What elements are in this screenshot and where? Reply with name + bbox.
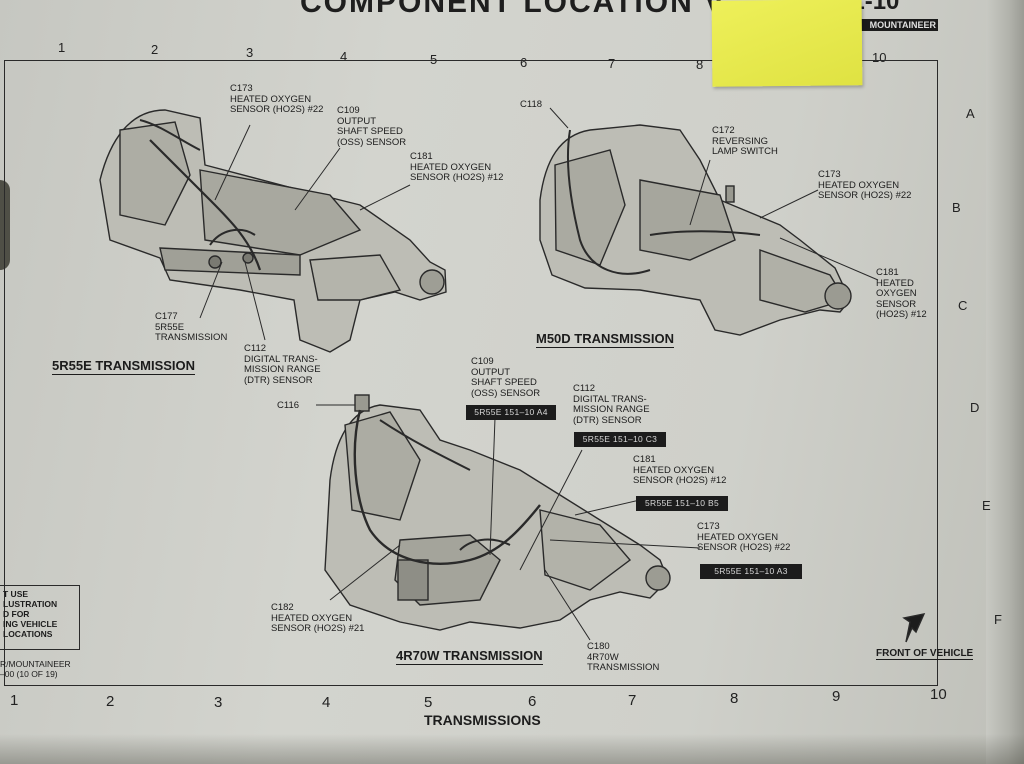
row-a: A [966, 106, 975, 121]
col-bottom-4: 4 [322, 694, 331, 711]
col-top-4: 4 [340, 49, 348, 64]
col-bottom-1: 1 [10, 692, 19, 709]
label-4r70w-c182: C182 HEATED OXYGEN SENSOR (HO2S) #21 [271, 602, 365, 634]
label-m50d-c181: C181 HEATED OXYGEN SENSOR (HO2S) #12 [876, 267, 927, 320]
ref-4r70w-c181: 5R55E 151–10 B5 [636, 496, 728, 511]
label-4r70w-c112: C112 DIGITAL TRANS- MISSION RANGE (DTR) … [573, 383, 650, 426]
col-bottom-3: 3 [214, 694, 223, 711]
col-top-1: 1 [58, 40, 66, 55]
col-top-7: 7 [608, 56, 616, 71]
col-bottom-6: 6 [528, 693, 537, 710]
label-m50d-c118: C118 [520, 99, 543, 110]
label-5r55e-c177: C177 5R55E TRANSMISSION [155, 311, 228, 343]
col-bottom-2: 2 [106, 693, 115, 710]
ref-4r70w-c112: 5R55E 151–10 C3 [574, 432, 666, 447]
usage-footnote-box: T USE LUSTRATION D FOR ING VEHICLE LOCAT… [0, 585, 80, 650]
col-top-10: 10 [872, 50, 887, 65]
page-header-title: COMPONENT LOCATION V [300, 0, 727, 19]
label-4r70w-c180: C180 4R70W TRANSMISSION [587, 641, 660, 673]
sticky-note [711, 0, 863, 87]
bottom-shadow [0, 734, 1024, 764]
col-bottom-5: 5 [424, 694, 433, 711]
label-4r70w-c109: C109 OUTPUT SHAFT SPEED (OSS) SENSOR [471, 356, 541, 399]
footer-section-title: TRANSMISSIONS [424, 712, 541, 728]
label-4r70w-c173: C173 HEATED OXYGEN SENSOR (HO2S) #22 [697, 521, 791, 553]
footer-vehicle-text: R/MOUNTAINEER –00 (10 OF 19) [0, 659, 71, 679]
leader-lines [199, 107, 879, 641]
title-m50d: M50D TRANSMISSION [536, 331, 674, 348]
label-4r70w-c181: C181 HEATED OXYGEN SENSOR (HO2S) #12 [633, 454, 727, 486]
col-bottom-10: 10 [930, 686, 947, 703]
label-5r55e-c173: C173 HEATED OXYGEN SENSOR (HO2S) #22 [230, 83, 324, 115]
m50d-transmission-drawing [539, 124, 852, 336]
label-m50d-c173: C173 HEATED OXYGEN SENSOR (HO2S) #22 [818, 169, 912, 201]
4r70w-transmission-drawing [324, 394, 671, 631]
ref-4r70w-c109: 5R55E 151–10 A4 [466, 405, 556, 420]
finger-shadow [0, 180, 10, 270]
col-top-6: 6 [520, 55, 528, 70]
col-top-5: 5 [430, 52, 438, 67]
label-4r70w-c116: C116 [277, 400, 300, 411]
ref-4r70w-c173: 5R55E 151–10 A3 [700, 564, 802, 579]
col-top-3: 3 [246, 45, 254, 60]
front-of-vehicle-label: FRONT OF VEHICLE [876, 648, 974, 660]
label-m50d-c172: C172 REVERSING LAMP SWITCH [712, 125, 778, 157]
row-e: E [982, 498, 991, 513]
5r55e-transmission-drawing [99, 109, 447, 353]
col-bottom-8: 8 [730, 690, 739, 707]
row-b: B [952, 200, 961, 215]
label-5r55e-c181: C181 HEATED OXYGEN SENSOR (HO2S) #12 [410, 151, 504, 183]
title-5r55e: 5R55E TRANSMISSION [52, 358, 196, 375]
page-stack-edge [986, 0, 1024, 764]
row-c: C [958, 298, 968, 313]
col-bottom-7: 7 [628, 692, 637, 709]
row-d: D [970, 400, 980, 415]
col-top-2: 2 [151, 42, 159, 57]
title-4r70w: 4R70W TRANSMISSION [396, 648, 543, 665]
col-bottom-9: 9 [832, 688, 841, 705]
row-f: F [994, 612, 1002, 627]
front-arrow-icon [902, 613, 926, 643]
label-5r55e-c112: C112 DIGITAL TRANS- MISSION RANGE (DTR) … [244, 343, 321, 386]
diagram-frame [4, 60, 938, 686]
col-top-8: 8 [696, 57, 704, 72]
label-5r55e-c109: C109 OUTPUT SHAFT SPEED (OSS) SENSOR [337, 105, 407, 148]
